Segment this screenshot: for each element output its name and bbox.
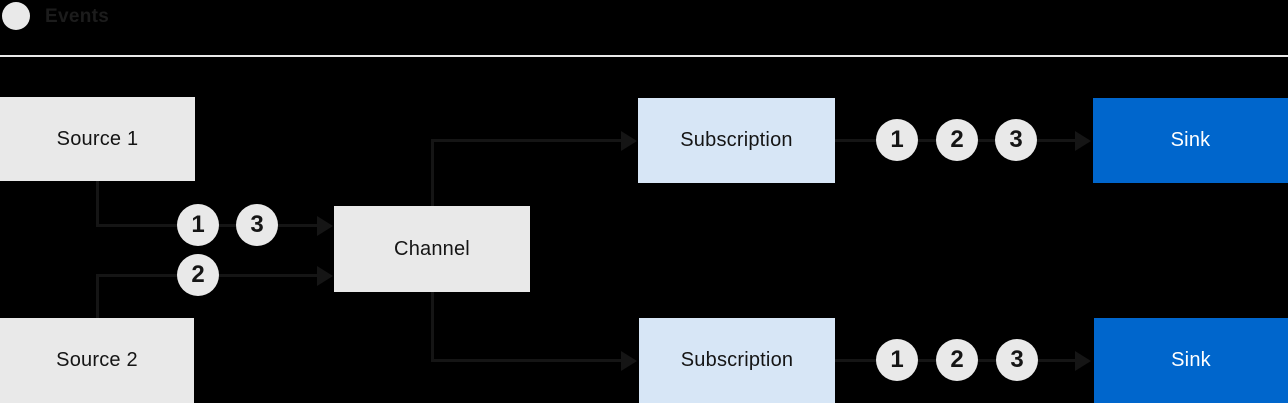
event-circle: 3	[995, 119, 1037, 161]
node-channel-label: Channel	[394, 237, 470, 260]
edge-subtop-sink-arrowhead-icon	[1075, 131, 1091, 151]
event-circle: 1	[876, 339, 918, 381]
edge-channel-subbottom-vline	[431, 292, 434, 361]
node-subscription-bottom-label: Subscription	[680, 349, 794, 371]
node-sink-bottom: Sink	[1094, 318, 1288, 403]
event-circle: 2	[936, 339, 978, 381]
node-sink-bottom-label: Sink	[1171, 349, 1211, 371]
node-channel: Channel	[334, 206, 530, 292]
edge-channel-subtop-arrowhead-icon	[621, 131, 637, 151]
edge-source1-channel-arrowhead-icon	[317, 216, 333, 236]
event-circle: 2	[177, 254, 219, 296]
edge-source2-channel-vline	[96, 274, 99, 318]
edge-channel-subtop-vline	[431, 139, 434, 206]
legend-label: Events	[45, 6, 110, 27]
edge-channel-subtop-hline	[431, 139, 621, 142]
edge-source1-channel-vline	[96, 181, 99, 226]
legend-separator	[0, 55, 1288, 57]
node-source-2: Source 2	[0, 318, 194, 403]
event-circle: 1	[876, 119, 918, 161]
event-circle: 1	[177, 204, 219, 246]
edge-subbottom-sink-arrowhead-icon	[1075, 351, 1091, 371]
edge-channel-subbottom-hline	[431, 359, 621, 362]
event-circle-legend-icon	[2, 2, 30, 30]
node-subscription-top: Subscription	[638, 98, 835, 183]
event-circle: 3	[236, 204, 278, 246]
node-source-1: Source 1	[0, 97, 195, 181]
node-source-1-label: Source 1	[56, 127, 139, 150]
event-circle: 2	[936, 119, 978, 161]
node-subscription-bottom: Subscription	[639, 318, 835, 403]
edge-source2-channel-arrowhead-icon	[317, 266, 333, 286]
edge-channel-subbottom-arrowhead-icon	[621, 351, 637, 371]
node-subscription-top-label: Subscription	[680, 129, 793, 151]
node-sink-top: Sink	[1093, 98, 1288, 183]
node-source-2-label: Source 2	[56, 349, 138, 371]
node-sink-top-label: Sink	[1170, 129, 1211, 151]
event-circle: 3	[996, 339, 1038, 381]
